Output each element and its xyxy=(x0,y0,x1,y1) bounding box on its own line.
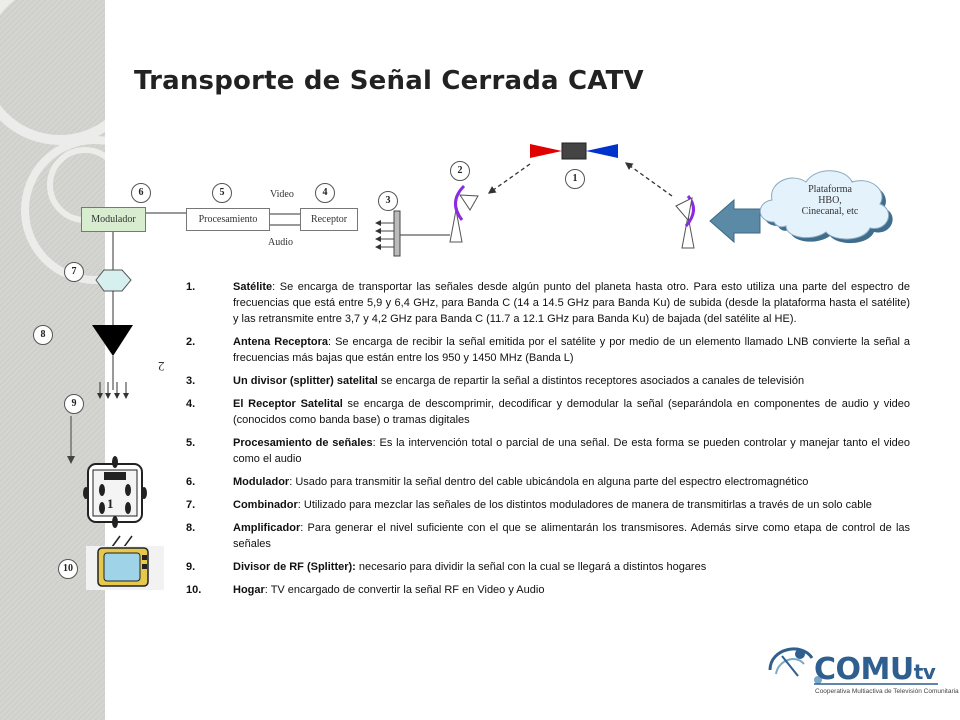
audio-label: Audio xyxy=(268,237,293,248)
splitter-outputs xyxy=(375,220,394,250)
step-number-3: 3 xyxy=(378,191,398,211)
downlink-dashed-arrow xyxy=(487,163,531,194)
amplifier-shape xyxy=(92,325,133,356)
combiner-device-digit: 1 xyxy=(107,496,114,511)
uplink-dashed-arrow xyxy=(624,162,673,197)
page-title: Transporte de Señal Cerrada CATV xyxy=(134,66,644,96)
step-number-10: 10 xyxy=(58,559,78,579)
satellite-splitter xyxy=(393,210,401,257)
video-label: Video xyxy=(270,189,294,200)
platform-feed-arrow xyxy=(709,198,761,244)
platform-cloud xyxy=(759,170,893,244)
modulador-box: Modulador xyxy=(81,207,146,232)
uplink-dish-icon xyxy=(675,195,695,249)
rf-splitter-device-icon xyxy=(83,456,147,528)
comutv-logo-icon xyxy=(768,647,938,685)
list-item: 3.Un divisor (splitter) satelital se enc… xyxy=(186,375,805,387)
platform-label-line-2: HBO, xyxy=(818,195,842,206)
decorative-sidebar xyxy=(0,0,105,720)
list-item: 8.Amplificador: Para generar el nivel su… xyxy=(186,522,910,550)
step-number-2: 2 xyxy=(450,161,470,181)
receiving-dish-icon xyxy=(449,184,479,243)
list-item: 4.El Receptor Satelital se encarga de de… xyxy=(186,398,910,426)
step-number-1: 1 xyxy=(565,169,585,189)
logo-brand: COMUtv xyxy=(814,652,936,687)
list-item: 7.Combinador: Utilizado para mezclar las… xyxy=(186,499,872,511)
step-number-8: 8 xyxy=(33,325,53,345)
platform-label-line-3: Cinecanal, etc xyxy=(801,206,859,217)
list-item: 9. Divisor de RF (Splitter): necesario p… xyxy=(186,561,707,573)
list-item: 6.Modulador: Usado para transmitir la se… xyxy=(186,476,809,488)
step-number-9: 9 xyxy=(64,394,84,414)
receptor-box: Receptor xyxy=(300,208,358,231)
procesamiento-box: Procesamiento xyxy=(186,208,270,231)
list-item: 1.Satélite: Se encarga de transportar la… xyxy=(186,281,910,325)
description-list: 1.Satélite: Se encarga de transportar la… xyxy=(186,279,910,605)
list-item: 2.Antena Receptora: Se encarga de recibi… xyxy=(186,336,910,364)
tv-icon xyxy=(86,535,164,590)
step-number-4: 4 xyxy=(315,183,335,203)
satellite-icon xyxy=(530,142,618,160)
sidebar-circles-decoration xyxy=(0,0,105,720)
combiner-shape xyxy=(95,269,132,292)
rf-splitter-outputs xyxy=(97,382,129,399)
step-number-5: 5 xyxy=(212,183,232,203)
platform-label-line-1: Plataforma xyxy=(808,184,852,195)
stray-mark: 2 xyxy=(158,359,165,374)
step-number-6: 6 xyxy=(131,183,151,203)
list-item: 10.Hogar: TV encargado de convertir la s… xyxy=(186,584,545,596)
platform-label: Plataforma HBO, Cinecanal, etc xyxy=(770,184,890,217)
logo-tagline: Cooperativa Multiactiva de Televisión Co… xyxy=(815,688,959,695)
step-number-7: 7 xyxy=(64,262,84,282)
list-item: 5.Procesamiento de señales: Es la interv… xyxy=(186,437,910,465)
